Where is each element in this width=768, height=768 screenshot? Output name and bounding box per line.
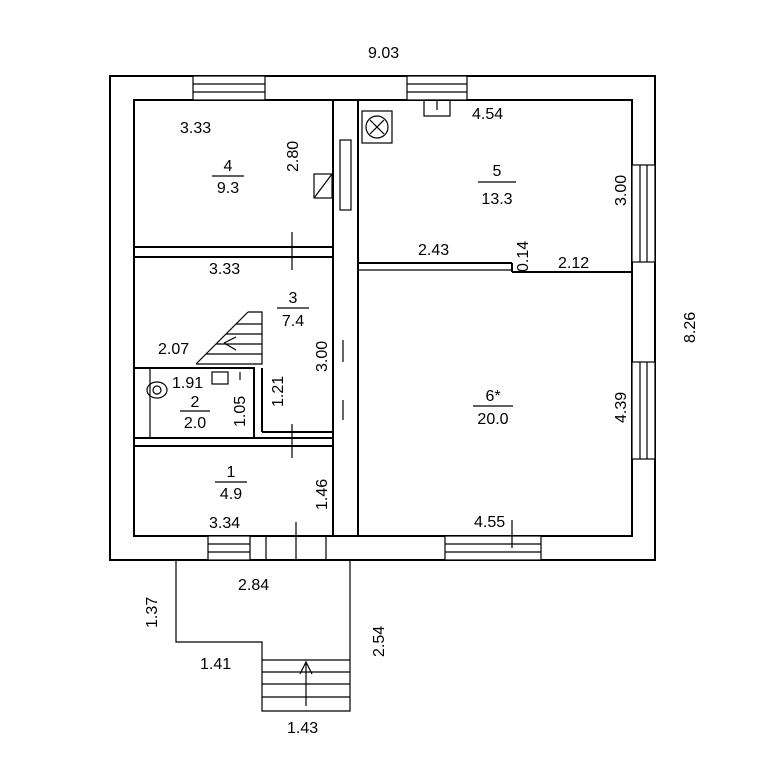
room-5-label: 5 13.3 (478, 163, 516, 208)
stove (313, 173, 333, 199)
partition-right-label: 2.12 (558, 255, 589, 272)
svg-text:7.4: 7.4 (282, 313, 304, 330)
porch (175, 560, 351, 712)
svg-text:4.9: 4.9 (220, 486, 242, 503)
room-6-label: 6* 20.0 (473, 388, 513, 428)
room-3-width-label: 3.33 (209, 261, 240, 278)
room-1-height-label: 1.46 (314, 479, 331, 510)
room-5-width-label: 4.54 (472, 106, 503, 123)
window-right-upper (631, 164, 656, 263)
window-top-left (192, 75, 266, 101)
windows (192, 75, 656, 561)
steps-width-label: 1.43 (287, 720, 318, 737)
window-bottom-right (444, 535, 542, 561)
porch-width-label: 2.84 (238, 577, 269, 594)
porch-step-label: 1.41 (200, 656, 231, 673)
overall-width-label: 9.03 (368, 45, 399, 62)
staircase (195, 311, 263, 365)
chimney (339, 139, 352, 211)
svg-text:9.3: 9.3 (217, 180, 239, 197)
boiler (361, 99, 451, 144)
exterior-walls (109, 75, 656, 561)
room-3-label: 3 7.4 (277, 290, 309, 330)
room-3-height-label: 3.00 (314, 341, 331, 372)
svg-text:4: 4 (224, 158, 233, 175)
door-marks (239, 232, 513, 560)
dimension-labels: 9.03 3.33 4.54 2.43 2.12 3.33 2.07 1.91 … (158, 45, 589, 737)
svg-text:3: 3 (289, 290, 298, 307)
room-2-width-label: 1.91 (172, 375, 203, 392)
interior-walls (133, 99, 632, 537)
svg-text:6*: 6* (485, 388, 500, 405)
sink (211, 371, 229, 385)
room-4-width-label: 3.33 (180, 120, 211, 137)
closet-height-label: 1.21 (270, 376, 287, 407)
room-4-height-label: 2.80 (285, 141, 302, 172)
room-5-height-label: 3.00 (613, 175, 630, 206)
svg-text:13.3: 13.3 (481, 191, 512, 208)
window-top-right (406, 75, 468, 101)
room-1-label: 1 4.9 (215, 464, 247, 503)
window-right-lower (631, 361, 656, 460)
room-4-label: 4 9.3 (212, 158, 244, 197)
room-2-label: 2 2.0 (180, 394, 210, 432)
room-2-height-label: 1.05 (232, 396, 249, 427)
svg-text:1: 1 (227, 464, 236, 481)
partition-left-label: 2.43 (418, 242, 449, 259)
porch-right-label: 2.54 (371, 626, 388, 657)
room-6-width-label: 4.55 (474, 514, 505, 531)
svg-text:5: 5 (493, 163, 502, 180)
partition-offset-label: 0.14 (515, 241, 532, 272)
porch-left-label: 1.37 (144, 597, 161, 628)
room-6-height-label: 4.39 (613, 392, 630, 423)
window-bottom-left (207, 535, 251, 561)
overall-height-label: 8.26 (682, 312, 699, 343)
stair-width-label: 2.07 (158, 341, 189, 358)
toilet (146, 381, 168, 399)
svg-text:2: 2 (191, 394, 200, 411)
room-1-width-label: 3.34 (209, 515, 240, 532)
svg-text:20.0: 20.0 (477, 411, 508, 428)
svg-text:2.0: 2.0 (184, 415, 206, 432)
vertical-dimension-labels: 2.80 3.00 0.14 8.26 3.00 1.21 1.05 4.39 … (144, 141, 699, 657)
